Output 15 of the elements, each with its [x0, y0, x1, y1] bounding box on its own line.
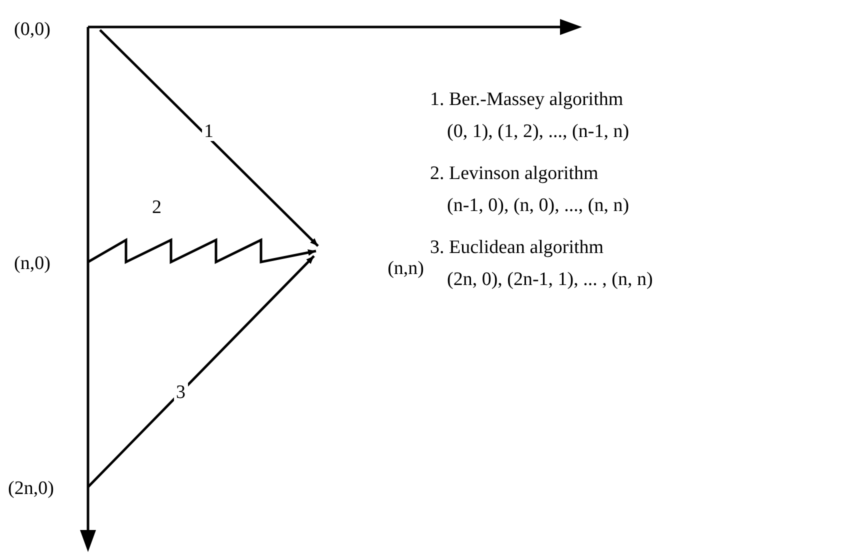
edge-label: 3	[174, 383, 188, 402]
algorithm-name: 1. Ber.-Massey algorithm	[430, 88, 624, 112]
point-label: (n,0)	[14, 248, 88, 278]
point-label: (n,n)	[316, 238, 424, 278]
arrow	[99, 29, 319, 247]
index-sequence: (0, 1), (1, 2), ..., (n-1, n)	[447, 120, 630, 144]
point-label: (0,0)	[14, 14, 100, 44]
point-label: (2n,0)	[8, 473, 88, 503]
index-sequence: (n-1, 0), (n, 0), ..., (n, n)	[447, 194, 630, 218]
edge-label: 1	[202, 122, 216, 141]
arrow	[87, 238, 316, 264]
algorithm-name: 3. Euclidean algorithm	[430, 236, 605, 260]
arrow	[87, 255, 315, 488]
index-sequence: (2n, 0), (2n-1, 1), ... , (n, n)	[447, 268, 654, 292]
algorithm-name: 2. Levinson algorithm	[430, 162, 600, 186]
